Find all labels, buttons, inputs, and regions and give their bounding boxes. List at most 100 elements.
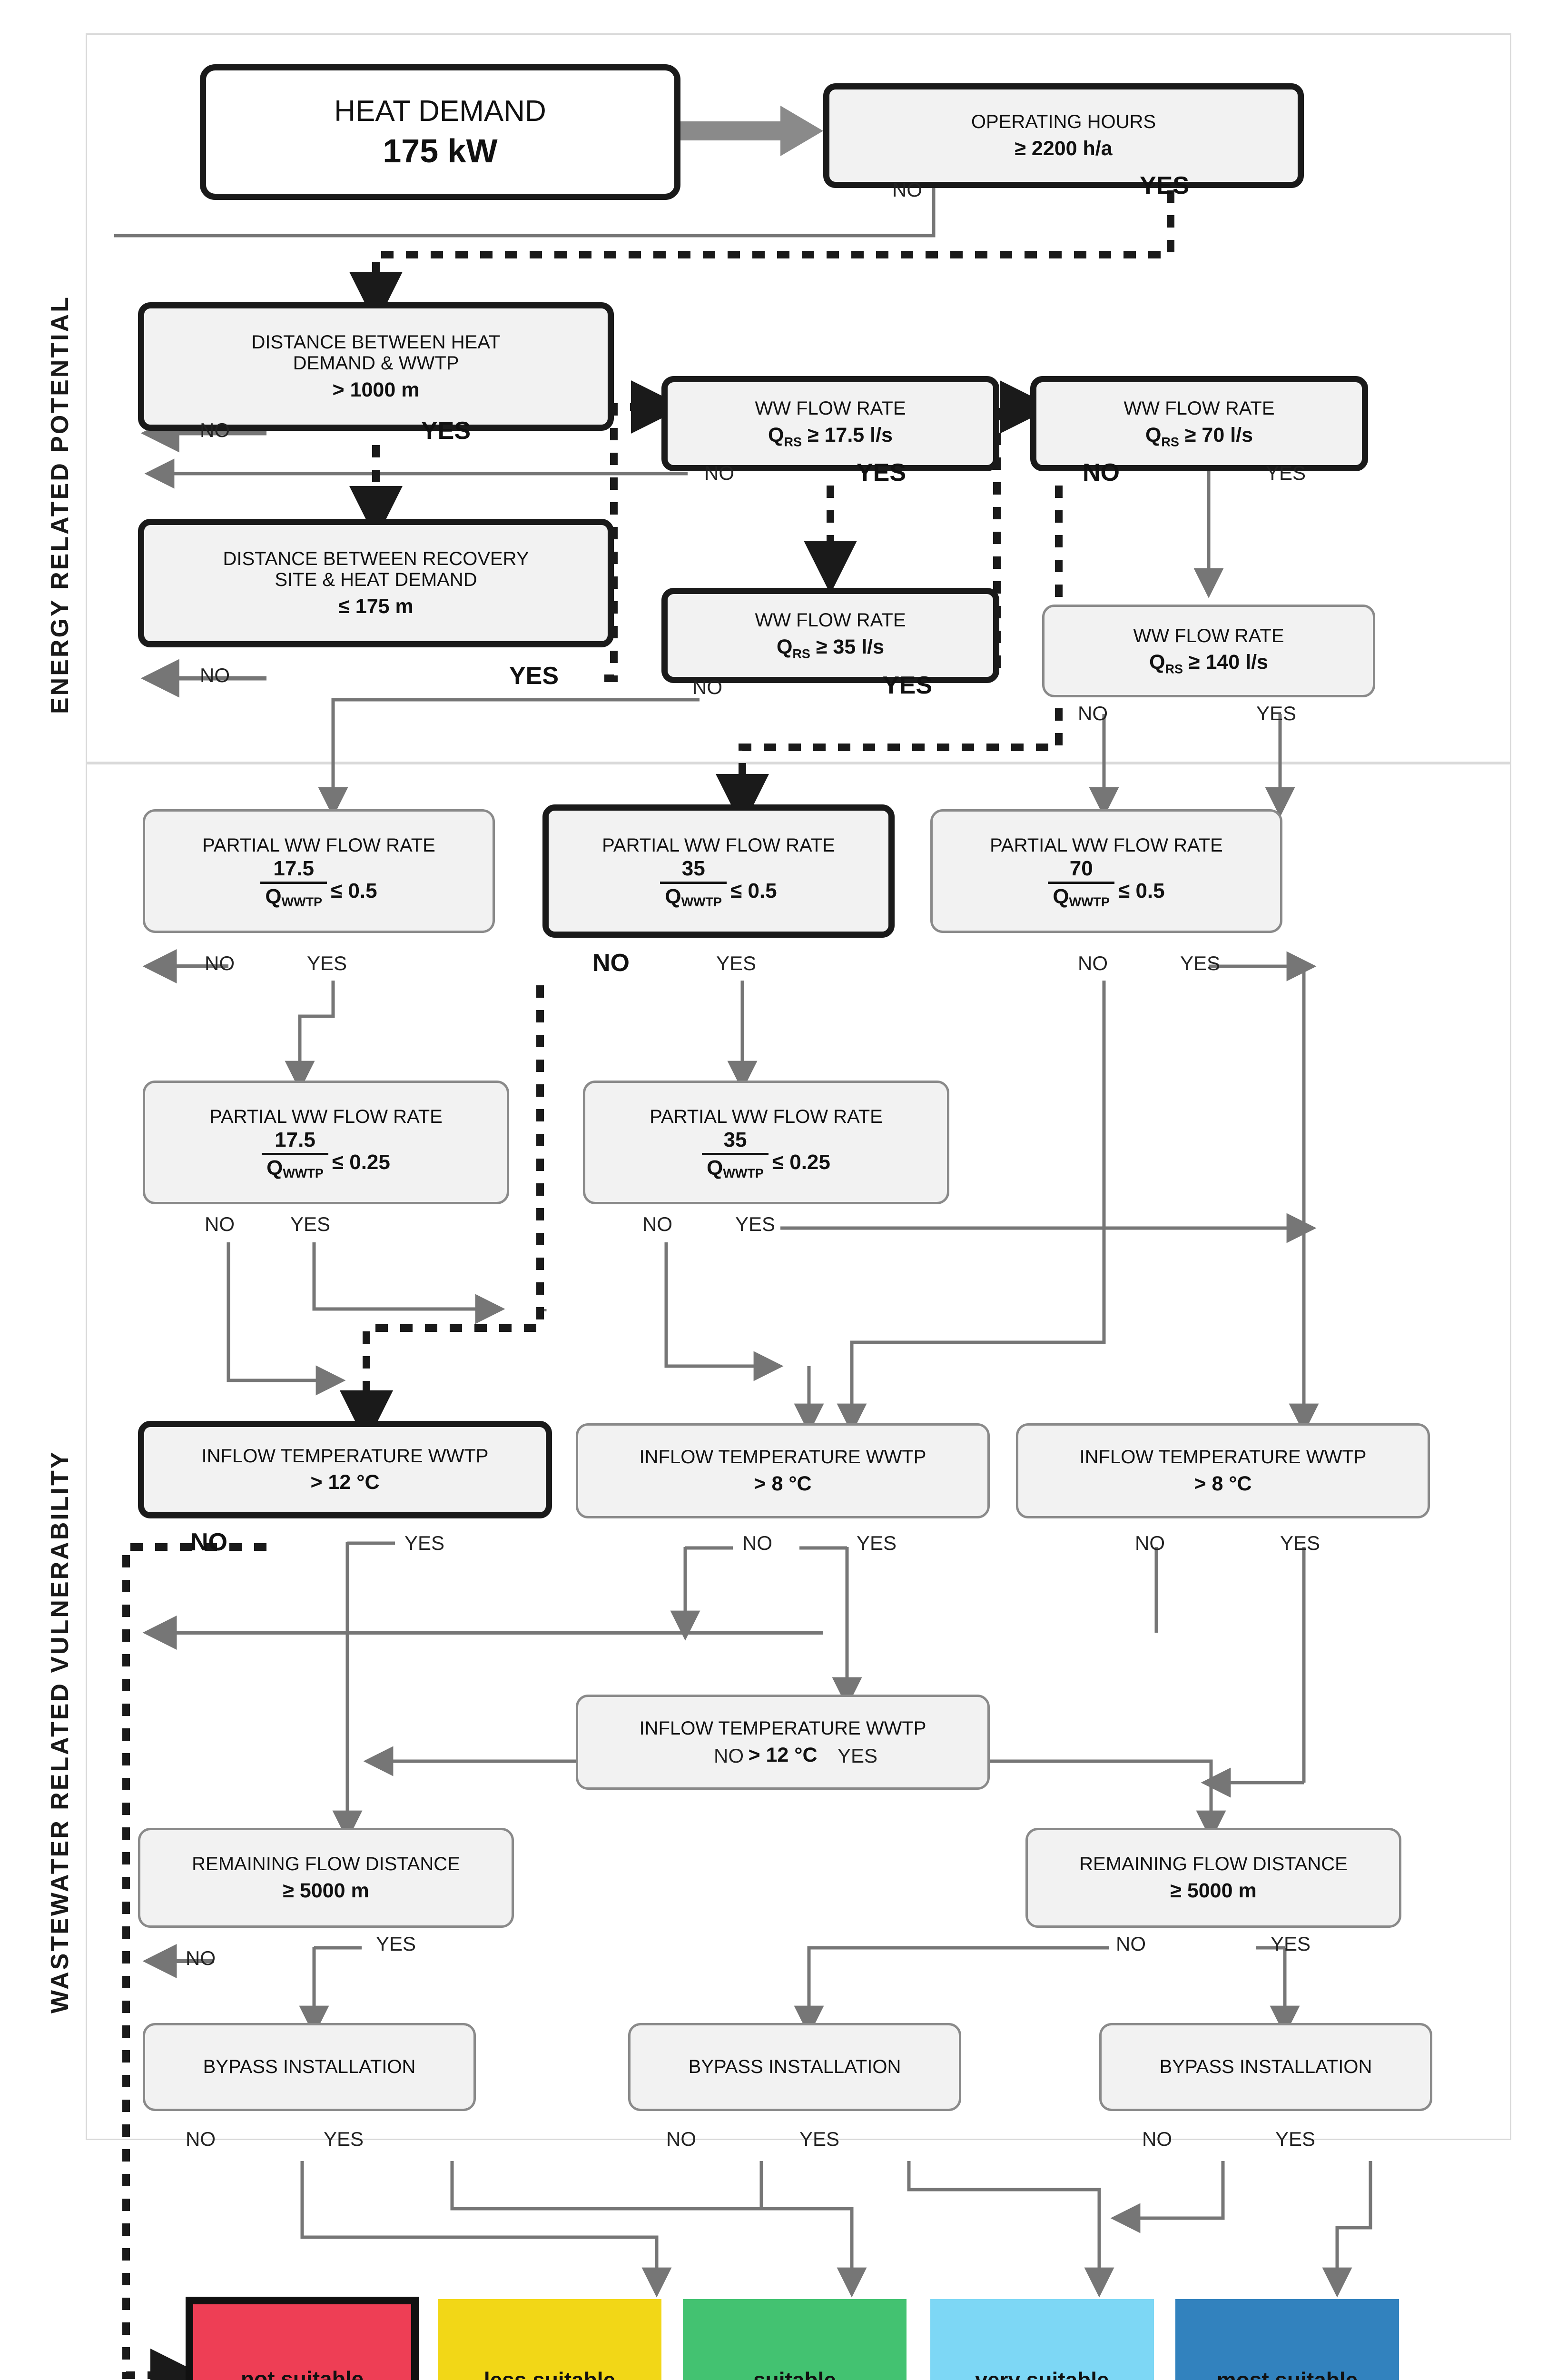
node-ww-flow-rate-140[interactable]: WW FLOW RATE QRS ≥ 140 l/s — [1042, 605, 1375, 697]
edge-label-dist-rs-hd-yes: YES — [509, 662, 559, 690]
node-partial-ww-35-025[interactable]: PARTIAL WW FLOW RATE 35 QWWTP ≤ 0.25 — [583, 1081, 949, 1204]
rfd-right-value: ≥ 5000 m — [1170, 1879, 1257, 1902]
node-bypass-installation-left[interactable]: BYPASS INSTALLATION — [143, 2023, 476, 2111]
node-distance-recovery-site-heat-demand[interactable]: DISTANCE BETWEEN RECOVERY SITE & HEAT DE… — [138, 519, 614, 647]
edge-label-rfd-left-yes: YES — [376, 1933, 416, 1955]
node-ww-flow-rate-70[interactable]: WW FLOW RATE QRS ≥ 70 l/s — [1030, 376, 1368, 471]
node-partial-ww-35-05[interactable]: PARTIAL WW FLOW RATE 35 QWWTP ≤ 0.5 — [542, 804, 895, 938]
pw-70-05-formula: 70 QWWTP ≤ 0.5 — [1048, 856, 1165, 908]
node-inflow-temp-8-right[interactable]: INFLOW TEMPERATURE WWTP > 8 °C — [1016, 1423, 1430, 1518]
pw-17-5-025-cmp: ≤ 0.25 — [332, 1150, 390, 1174]
dist-rs-hd-value: ≤ 175 m — [338, 595, 414, 618]
node-ww-flow-rate-17-5[interactable]: WW FLOW RATE QRS ≥ 17.5 l/s — [661, 376, 999, 471]
ww-35-title: WW FLOW RATE — [755, 610, 906, 631]
pw-35-05-title: PARTIAL WW FLOW RATE — [602, 835, 835, 856]
ww-35-value: QRS ≥ 35 l/s — [776, 635, 885, 661]
temp-8-mid-value: > 8 °C — [754, 1472, 812, 1495]
result-very-suitable[interactable]: very suitable — [930, 2299, 1154, 2380]
edge-label-operating-hours-no: NO — [892, 178, 922, 201]
ww-70-title: WW FLOW RATE — [1123, 398, 1275, 419]
pw-35-05-formula: 35 QWWTP ≤ 0.5 — [660, 858, 777, 908]
node-partial-ww-70-05[interactable]: PARTIAL WW FLOW RATE 70 QWWTP ≤ 0.5 — [930, 809, 1282, 933]
edge-label-rfd-right-no: NO — [1116, 1933, 1146, 1955]
node-remaining-flow-distance-left[interactable]: REMAINING FLOW DISTANCE ≥ 5000 m — [138, 1828, 514, 1928]
ww-140-title: WW FLOW RATE — [1133, 625, 1284, 646]
edge-label-pw-35-025-no: NO — [642, 1213, 672, 1235]
node-inflow-temp-8-mid[interactable]: INFLOW TEMPERATURE WWTP > 8 °C — [576, 1423, 990, 1518]
pw-17-5-025-num: 17.5 — [275, 1128, 315, 1151]
edge-label-bypass-left-yes: YES — [324, 2128, 364, 2150]
edge-label-bypass-left-no: NO — [186, 2128, 216, 2150]
edge-label-bypass-right-no: NO — [1142, 2128, 1172, 2150]
node-bypass-installation-right[interactable]: BYPASS INSTALLATION — [1099, 2023, 1432, 2111]
fraction-bar-icon — [262, 1152, 328, 1155]
node-ww-flow-rate-35[interactable]: WW FLOW RATE QRS ≥ 35 l/s — [661, 588, 999, 683]
temp-8-right-value: > 8 °C — [1194, 1472, 1252, 1495]
heat-demand-title: HEAT DEMAND — [334, 94, 546, 128]
temp-8-right-title: INFLOW TEMPERATURE WWTP — [1079, 1447, 1367, 1468]
temp-12-mid-title: INFLOW TEMPERATURE WWTP — [639, 1718, 926, 1739]
node-partial-ww-17-5-025[interactable]: PARTIAL WW FLOW RATE 17.5 QWWTP ≤ 0.25 — [143, 1081, 509, 1204]
ww-17-5-value: QRS ≥ 17.5 l/s — [768, 423, 893, 449]
edge-label-pw-17-5-025-yes: YES — [290, 1213, 331, 1235]
node-partial-ww-17-5-05[interactable]: PARTIAL WW FLOW RATE 17.5 QWWTP ≤ 0.5 — [143, 809, 495, 933]
pw-35-025-cmp: ≤ 0.25 — [772, 1150, 830, 1174]
pw-35-025-title: PARTIAL WW FLOW RATE — [650, 1106, 883, 1128]
result-most-suitable[interactable]: most suitable — [1175, 2299, 1399, 2380]
edge-label-pw-35-05-yes: YES — [716, 952, 757, 974]
temp-12-left-title: INFLOW TEMPERATURE WWTP — [201, 1445, 489, 1467]
edge-label-ww-70-no: NO — [1083, 459, 1120, 486]
node-inflow-temp-12-left[interactable]: INFLOW TEMPERATURE WWTP > 12 °C — [138, 1421, 552, 1518]
edge-label-rfd-left-no: NO — [186, 1947, 216, 1969]
bypass-right-title: BYPASS INSTALLATION — [1159, 2056, 1372, 2078]
dist-rs-hd-line2: SITE & HEAT DEMAND — [275, 569, 477, 591]
edge-label-rfd-right-yes: YES — [1271, 1933, 1311, 1955]
fraction-bar-icon — [260, 881, 327, 884]
fraction-bar-icon — [702, 1152, 769, 1155]
node-heat-demand[interactable]: HEAT DEMAND 175 kW — [200, 64, 680, 200]
dist-rs-hd-line1: DISTANCE BETWEEN RECOVERY — [223, 548, 529, 569]
edge-label-temp-8-right-no: NO — [1135, 1532, 1165, 1554]
pw-70-05-num: 70 — [1069, 856, 1093, 880]
edge-label-temp-8-mid-yes: YES — [857, 1532, 897, 1554]
temp-8-mid-title: INFLOW TEMPERATURE WWTP — [639, 1447, 926, 1468]
result-less-suitable[interactable]: less suitable — [438, 2299, 661, 2380]
edge-label-pw-17-5-025-no: NO — [205, 1213, 235, 1235]
pw-17-5-025-den: QWWTP — [266, 1156, 324, 1180]
edge-label-bypass-right-yes: YES — [1275, 2128, 1316, 2150]
edge-label-temp-8-mid-no: NO — [742, 1532, 772, 1554]
rfd-left-title: REMAINING FLOW DISTANCE — [192, 1854, 460, 1875]
rfd-right-title: REMAINING FLOW DISTANCE — [1079, 1854, 1348, 1875]
operating-hours-title: OPERATING HOURS — [971, 111, 1156, 133]
node-inflow-temp-12-mid[interactable]: INFLOW TEMPERATURE WWTP > 12 °C — [576, 1695, 990, 1790]
edge-label-pw-70-05-no: NO — [1078, 952, 1108, 974]
result-less-suitable-label: less suitable — [483, 2368, 616, 2380]
band-label-energy: ENERGY RELATED POTENTIAL — [46, 295, 74, 714]
node-bypass-installation-mid[interactable]: BYPASS INSTALLATION — [628, 2023, 961, 2111]
pw-70-05-cmp: ≤ 0.5 — [1118, 879, 1165, 902]
dist-hd-wwtp-line2: DEMAND & WWTP — [293, 353, 459, 374]
temp-12-left-value: > 12 °C — [310, 1471, 380, 1494]
pw-17-5-05-den: QWWTP — [265, 884, 323, 909]
edge-label-ww-140-yes: YES — [1256, 702, 1297, 724]
edge-label-ww-70-yes: YES — [1266, 462, 1306, 484]
edge-label-temp-12-mid-yes: YES — [838, 1745, 878, 1767]
band-label-wastewater: WASTEWATER RELATED VULNERABILITY — [46, 1450, 74, 2013]
fraction-bar-icon — [1048, 881, 1115, 884]
edge-label-ww-35-yes: YES — [883, 672, 933, 699]
edge-label-bypass-mid-yes: YES — [799, 2128, 840, 2150]
ww-140-value: QRS ≥ 140 l/s — [1149, 651, 1268, 677]
pw-35-025-formula: 35 QWWTP ≤ 0.25 — [702, 1129, 830, 1180]
edge-label-temp-8-right-yes: YES — [1280, 1532, 1320, 1554]
result-very-suitable-label: very suitable — [975, 2368, 1109, 2380]
result-suitable[interactable]: suitable — [683, 2299, 907, 2380]
node-remaining-flow-distance-right[interactable]: REMAINING FLOW DISTANCE ≥ 5000 m — [1025, 1828, 1401, 1928]
result-not-suitable[interactable]: not suitable — [186, 2297, 419, 2380]
node-distance-heat-demand-wwtp[interactable]: DISTANCE BETWEEN HEAT DEMAND & WWTP > 10… — [138, 302, 614, 431]
result-not-suitable-label: not suitable — [240, 2366, 364, 2380]
node-operating-hours[interactable]: OPERATING HOURS ≥ 2200 h/a — [823, 83, 1304, 188]
edge-label-pw-35-05-no: NO — [592, 949, 630, 977]
rfd-left-value: ≥ 5000 m — [283, 1879, 369, 1902]
edge-label-ww-17-5-yes: YES — [857, 459, 907, 486]
